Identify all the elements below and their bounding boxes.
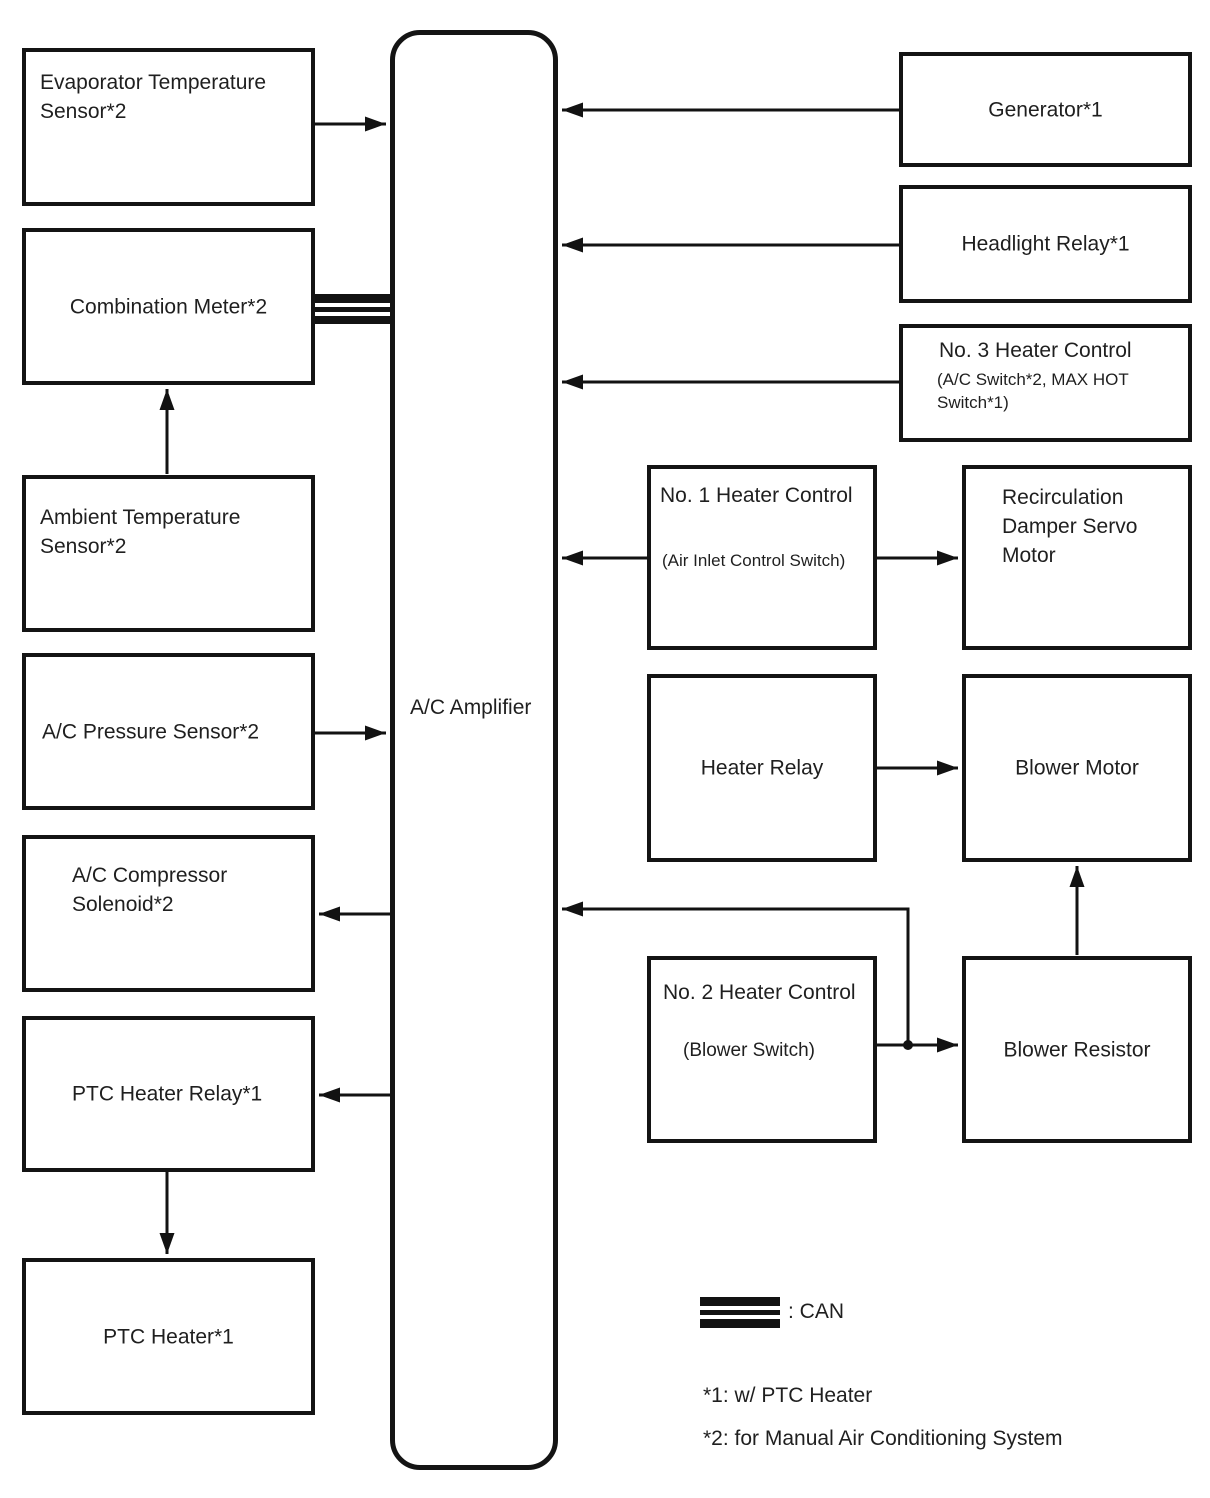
ptc-heater-label: PTC Heater*1: [103, 1325, 234, 1348]
no1-heater-control-title: No. 1 Heater Control: [660, 484, 853, 507]
no3-heater-control-subtitle: (A/C Switch*2, MAX HOT Switch*1): [937, 370, 1129, 412]
box-generator: Generator*1: [899, 52, 1192, 167]
box-combination-meter: Combination Meter*2: [22, 228, 315, 385]
box-no3-heater-control: No. 3 Heater Control (A/C Switch*2, MAX …: [899, 324, 1192, 442]
heater-relay-label: Heater Relay: [700, 756, 824, 780]
wire-junction-dot: [903, 1040, 913, 1050]
arrow-blower-switch-branch-to-amplifier: [562, 901, 910, 1045]
can-legend-label: : CAN: [788, 1300, 845, 1323]
box-no2-heater-control: No. 2 Heater Control (Blower Switch): [647, 956, 877, 1143]
box-recirculation-damper-servo-motor: Recirculation Damper Servo Motor: [962, 465, 1192, 650]
box-blower-resistor: Blower Resistor: [962, 956, 1192, 1143]
generator-label: Generator*1: [988, 98, 1103, 121]
footnote-2: *2: for Manual Air Conditioning System: [703, 1427, 1063, 1450]
box-ac-compressor-solenoid: A/C Compressor Solenoid*2: [22, 835, 315, 992]
no2-heater-control-title: No. 2 Heater Control: [663, 981, 856, 1004]
box-ac-amplifier: A/C Amplifier: [390, 30, 558, 1470]
ac-amplifier-label: A/C Amplifier: [410, 696, 532, 719]
box-ptc-heater: PTC Heater*1: [22, 1258, 315, 1415]
footnote-1: *1: w/ PTC Heater: [703, 1384, 873, 1407]
box-no1-heater-control: No. 1 Heater Control (Air Inlet Control …: [647, 465, 877, 650]
no3-heater-control-title: No. 3 Heater Control: [939, 339, 1132, 362]
can-legend-symbol-bar-top: [700, 1297, 780, 1306]
ac-pressure-sensor-label: A/C Pressure Sensor*2: [42, 720, 260, 743]
box-ambient-temperature-sensor: Ambient Temperature Sensor*2: [22, 475, 315, 632]
box-headlight-relay: Headlight Relay*1: [899, 185, 1192, 303]
ac-compressor-solenoid-label: A/C Compressor Solenoid*2: [72, 864, 228, 916]
box-evaporator-temperature-sensor: Evaporator Temperature Sensor*2: [22, 48, 315, 206]
blower-resistor-label: Blower Resistor: [1003, 1038, 1151, 1061]
ambient-temperature-sensor-label: Ambient Temperature Sensor*2: [40, 506, 241, 558]
no2-heater-control-subtitle: (Blower Switch): [683, 1040, 815, 1061]
ptc-heater-relay-label: PTC Heater Relay*1: [72, 1082, 263, 1106]
can-legend-symbol-bar-bottom: [700, 1319, 780, 1328]
no1-heater-control-subtitle: (Air Inlet Control Switch): [662, 551, 846, 570]
combination-meter-label: Combination Meter*2: [69, 295, 268, 318]
box-blower-motor: Blower Motor: [962, 674, 1192, 862]
can-legend-symbol-bar-middle: [700, 1310, 780, 1315]
evaporator-temperature-sensor-label: Evaporator Temperature Sensor*2: [40, 71, 267, 123]
box-ac-pressure-sensor: A/C Pressure Sensor*2: [22, 653, 315, 810]
recirculation-damper-servo-motor-label: Recirculation Damper Servo Motor: [1002, 486, 1138, 567]
box-ptc-heater-relay: PTC Heater Relay*1: [22, 1016, 315, 1172]
headlight-relay-label: Headlight Relay*1: [961, 232, 1130, 256]
blower-motor-label: Blower Motor: [1015, 756, 1139, 780]
box-heater-relay: Heater Relay: [647, 674, 877, 862]
can-bus-line: [315, 294, 390, 324]
